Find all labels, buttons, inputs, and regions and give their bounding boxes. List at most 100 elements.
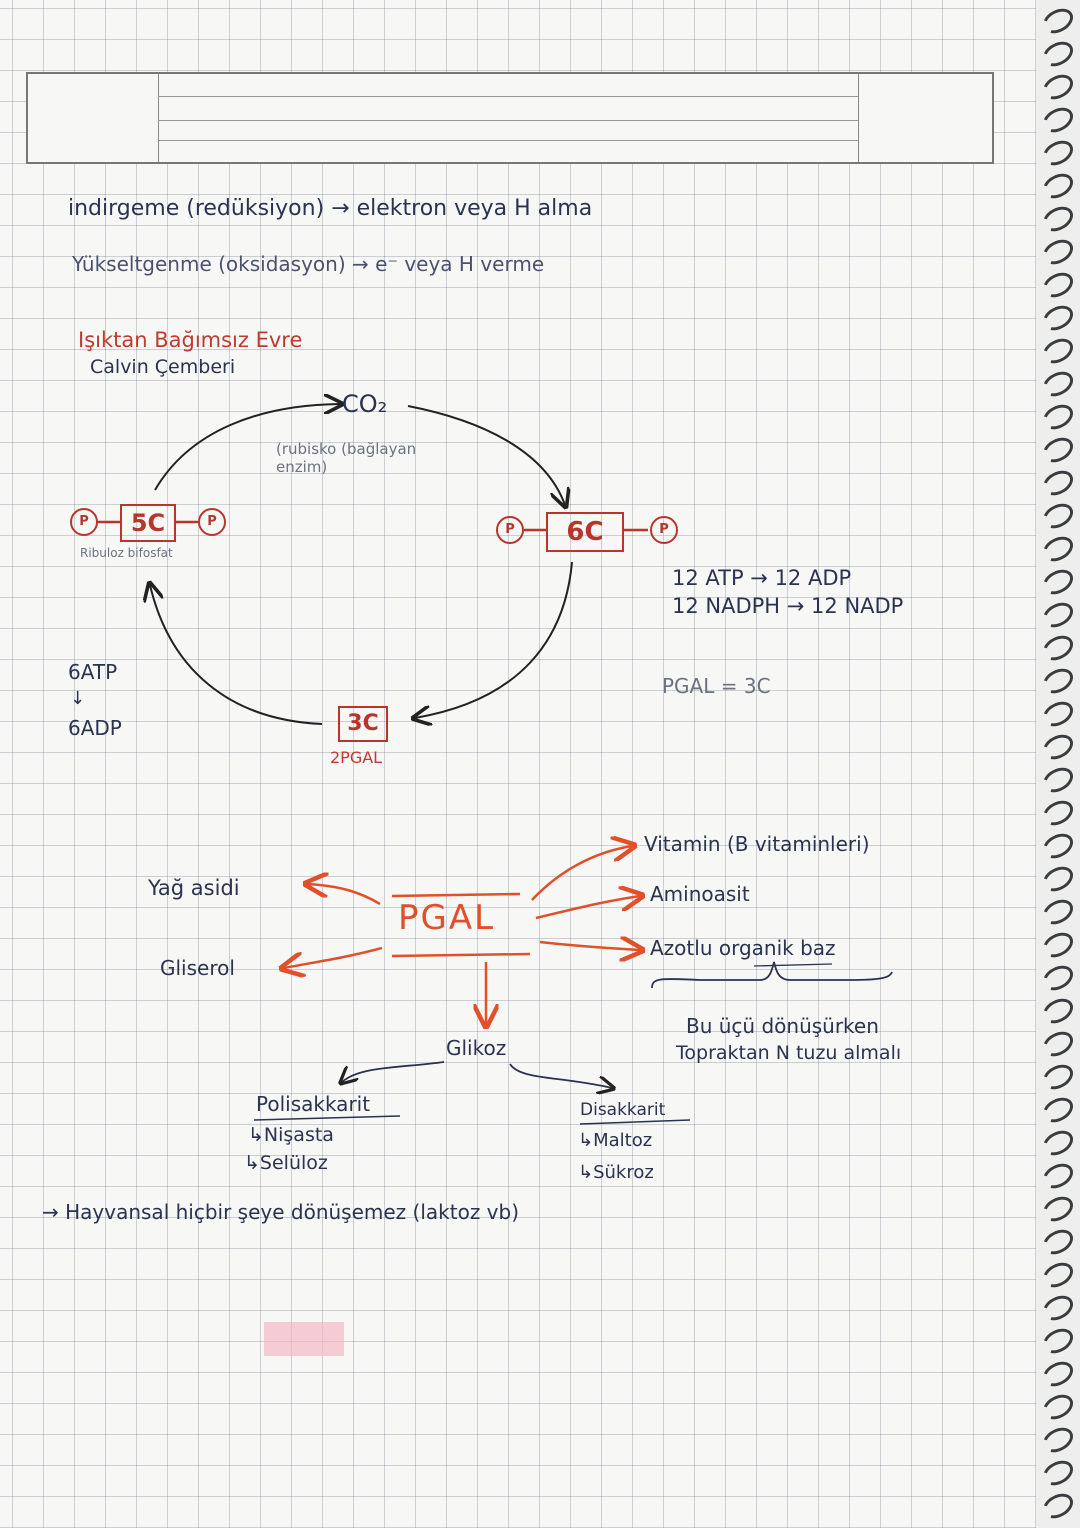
- starch-label: ↳Nişasta: [248, 1124, 334, 1146]
- phosphate-icon: P: [70, 508, 98, 536]
- spiral-ring: [1038, 498, 1078, 534]
- spiral-ring: [1038, 102, 1078, 138]
- pink-mark: [264, 1322, 344, 1356]
- calvin-title: Işıktan Bağımsız Evre: [78, 328, 303, 352]
- spiral-ring: [1038, 663, 1078, 699]
- pgal-bracket-bottom: [391, 952, 531, 958]
- spiral-ring: [1038, 729, 1078, 765]
- spiral-ring: [1038, 1026, 1078, 1062]
- arrow-to-glycerol: [284, 946, 383, 968]
- cellulose-label: ↳Selüloz: [244, 1152, 328, 1174]
- phosphate-icon: P: [496, 516, 524, 544]
- box-6c: 6C: [546, 512, 624, 552]
- header-line: [158, 120, 858, 121]
- spiral-ring: [1038, 1125, 1078, 1161]
- spiral-ring: [1038, 597, 1078, 633]
- spiral-ring: [1038, 1191, 1078, 1227]
- amino-acid-label: Aminoasit: [650, 882, 750, 906]
- note-three-convert: Bu üçü dönüşürken: [686, 1014, 879, 1038]
- atp-left: 6ATP: [68, 660, 118, 684]
- underline-organic-base: [753, 963, 833, 967]
- header-line: [158, 96, 858, 97]
- pgal-equals-3c: PGAL = 3C: [662, 674, 771, 698]
- spiral-ring: [1038, 861, 1078, 897]
- sucrose-label: ↳Sükroz: [578, 1162, 654, 1183]
- arrow-to-disaccharide: [509, 1063, 612, 1088]
- arrow-to-vitamin: [531, 846, 632, 901]
- underline-polysaccharide: [253, 1115, 401, 1121]
- co2-label: CO₂: [342, 390, 388, 418]
- spiral-ring: [1038, 399, 1078, 435]
- spiral-ring: [1038, 564, 1078, 600]
- spiral-ring: [1038, 201, 1078, 237]
- arrow-to-polysaccharide: [342, 1061, 445, 1082]
- box-3c: 3C: [338, 706, 388, 742]
- rubisco-label: (rubisko (bağlayan enzim): [276, 440, 417, 476]
- header-divider-right: [858, 74, 859, 162]
- maltose-label: ↳Maltoz: [578, 1130, 653, 1151]
- spiral-ring: [1038, 894, 1078, 930]
- disaccharide-label: Disakkarit: [580, 1100, 666, 1120]
- spiral-ring: [1038, 630, 1078, 666]
- glucose-label: Glikoz: [446, 1036, 507, 1060]
- nitrogen-base-label: Azotlu organik baz: [650, 936, 836, 960]
- spiral-ring: [1038, 927, 1078, 963]
- arrow-5c-to-co2: [154, 404, 340, 491]
- spiral-ring: [1038, 1323, 1078, 1359]
- caption-5c: Ribuloz bifosfat: [80, 546, 173, 560]
- arrow-to-amino-acid: [535, 896, 640, 920]
- spiral-ring: [1038, 1455, 1078, 1491]
- spiral-ring: [1038, 366, 1078, 402]
- vitamin-label: Vitamin (B vitaminleri): [644, 832, 870, 856]
- note-nitrogen-salt: Topraktan N tuzu almalı: [676, 1042, 902, 1064]
- adp-left: 6ADP: [68, 716, 122, 740]
- caption-3c: 2PGAL: [330, 748, 383, 767]
- atp-left-arrow: ↓: [70, 688, 86, 709]
- note-oxidation: Yükseltgenme (oksidasyon) → e⁻ veya H ve…: [72, 252, 545, 276]
- spiral-ring: [1038, 1356, 1078, 1392]
- spiral-ring: [1038, 267, 1078, 303]
- spiral-ring: [1038, 795, 1078, 831]
- polysaccharide-label: Polisakkarit: [256, 1092, 371, 1116]
- fatty-acid-label: Yağ asidi: [148, 876, 240, 900]
- energy-atp: 12 ATP → 12 ADP: [672, 566, 852, 590]
- spiral-ring: [1038, 69, 1078, 105]
- arrow-to-nitrogen-base: [539, 942, 640, 950]
- spiral-ring: [1038, 135, 1078, 171]
- spiral-ring: [1038, 1488, 1078, 1524]
- spiral-ring: [1038, 1158, 1078, 1194]
- arrow-6c-to-3c: [415, 561, 573, 718]
- spiral-ring: [1038, 333, 1078, 369]
- pgal-bracket-top: [391, 892, 521, 898]
- header-line: [158, 140, 858, 141]
- phosphate-icon: P: [198, 508, 226, 536]
- spiral-ring: [1038, 696, 1078, 732]
- spiral-ring: [1038, 3, 1078, 39]
- calvin-subtitle: Calvin Çemberi: [90, 356, 236, 378]
- spiral-ring: [1038, 1059, 1078, 1095]
- spiral-ring: [1038, 234, 1078, 270]
- arrow-co2-to-6c: [407, 405, 565, 505]
- energy-nadph: 12 NADPH → 12 NADP: [672, 594, 904, 618]
- arrow-3c-to-5c: [150, 585, 323, 725]
- spiral-ring: [1038, 432, 1078, 468]
- spiral-ring: [1038, 762, 1078, 798]
- header-box: [26, 72, 994, 164]
- spiral-ring: [1038, 300, 1078, 336]
- spiral-ring: [1038, 1290, 1078, 1326]
- spiral-ring: [1038, 1389, 1078, 1425]
- spiral-ring: [1038, 465, 1078, 501]
- glycerol-label: Gliserol: [160, 956, 235, 980]
- spiral-ring: [1038, 1224, 1078, 1260]
- spiral-ring: [1038, 168, 1078, 204]
- header-divider-left: [158, 74, 159, 162]
- spiral-ring: [1038, 36, 1078, 72]
- spiral-ring: [1038, 1257, 1078, 1293]
- spiral-ring: [1038, 993, 1078, 1029]
- phosphate-icon: P: [650, 516, 678, 544]
- diagram-arrows: [97, 0, 893, 1356]
- spiral-ring: [1038, 960, 1078, 996]
- spiral-ring: [1038, 531, 1078, 567]
- arrow-to-fatty-acid: [308, 884, 381, 906]
